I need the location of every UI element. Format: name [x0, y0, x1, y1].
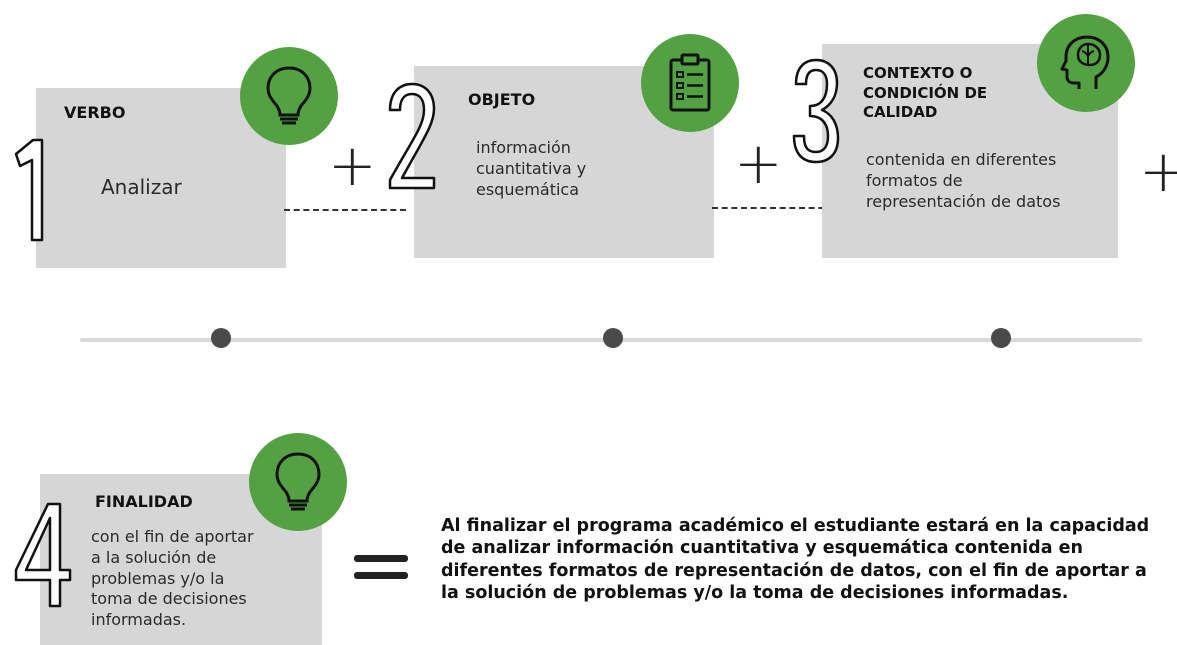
- step-4-heading: FINALIDAD: [95, 492, 193, 511]
- plus-operator-1: +: [328, 131, 377, 199]
- step-1-icon-circle: [240, 47, 338, 145]
- step-4-number: [14, 502, 72, 608]
- lightbulb-icon: [266, 66, 312, 125]
- timeline-dot-2: [603, 328, 623, 348]
- step-3-number: [792, 58, 840, 164]
- clipboard-checklist-icon: [669, 53, 711, 112]
- plus-operator-2: +: [734, 129, 783, 197]
- equals-operator: [354, 555, 408, 579]
- timeline-dot-3: [991, 328, 1011, 348]
- head-brain-icon: [1060, 35, 1110, 89]
- plus-operator-3: +: [1139, 137, 1177, 205]
- connector-2: [712, 207, 834, 209]
- step-2-heading: OBJETO: [468, 90, 536, 109]
- step-1-text: Analizar: [101, 175, 182, 199]
- step-3-text: contenida en diferentes formatos de repr…: [866, 150, 1061, 211]
- step-4-text: con el fin de aportar a la solución de p…: [91, 527, 254, 630]
- step-2-icon-circle: [641, 34, 739, 132]
- step-3-heading: CONTEXTO O CONDICIÓN DE CALIDAD: [863, 64, 988, 121]
- step-2-text: información cuantitativa y esquemática: [476, 138, 587, 199]
- lightbulb-icon: [275, 452, 321, 511]
- step-2-number: [388, 82, 436, 190]
- summary-statement: Al finalizar el programa académico el es…: [441, 516, 1150, 604]
- connector-1: [284, 209, 406, 211]
- timeline-dot-1: [211, 328, 231, 348]
- step-3-icon-circle: [1037, 14, 1135, 112]
- step-1-number: [14, 138, 44, 242]
- step-1-heading: VERBO: [64, 103, 126, 122]
- step-4-icon-circle: [249, 433, 347, 531]
